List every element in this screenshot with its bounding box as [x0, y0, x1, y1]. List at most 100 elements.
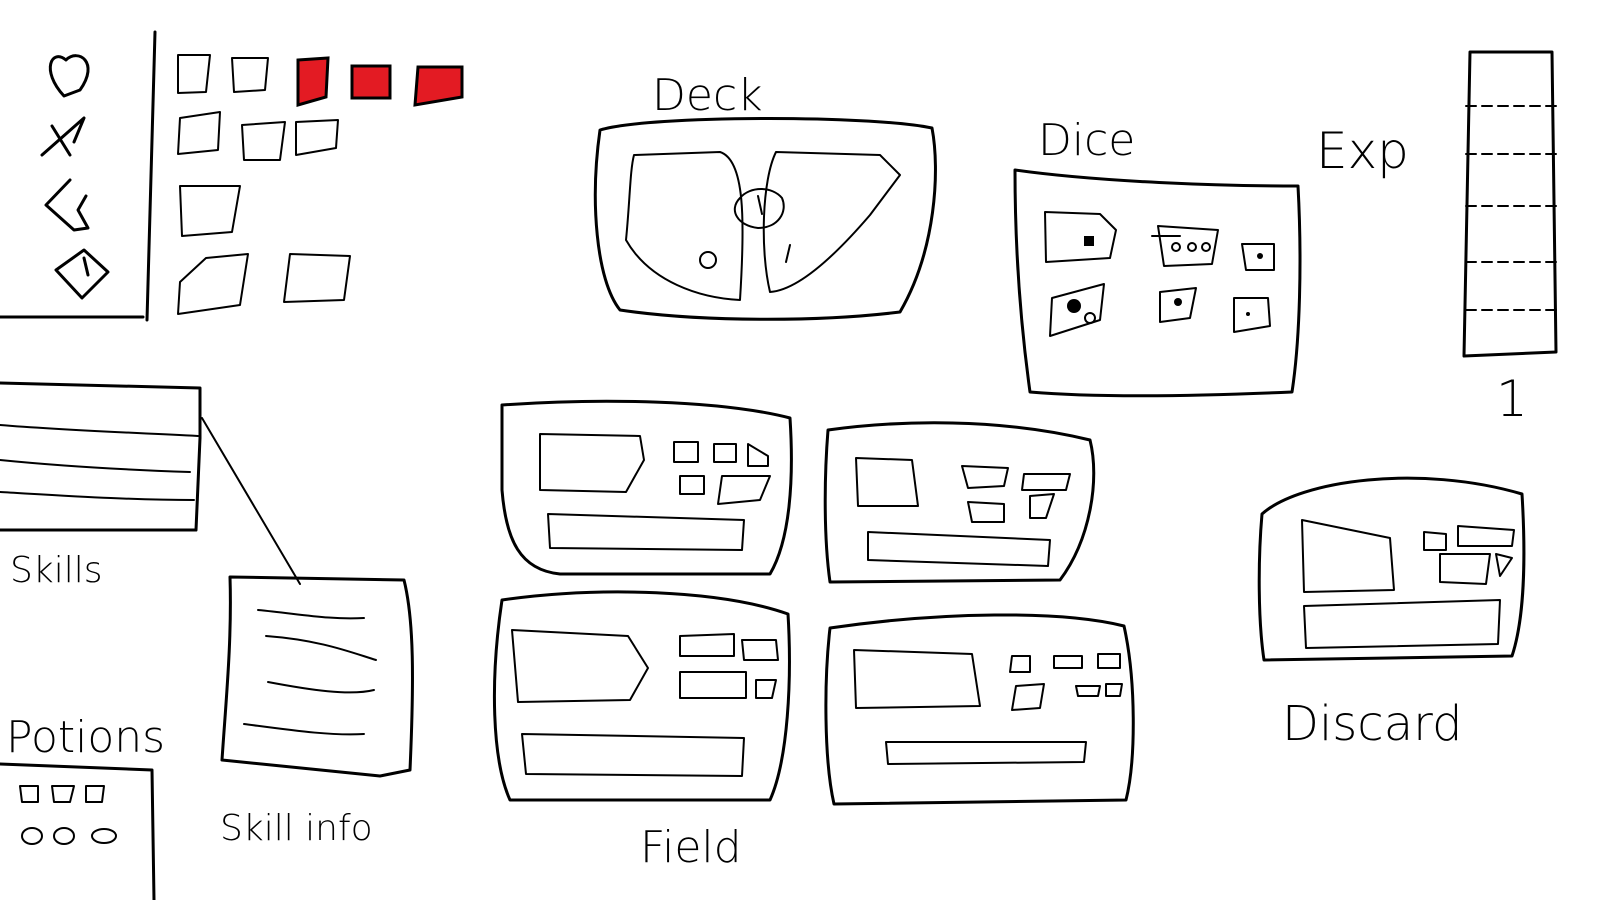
deck-clasp-icon: [733, 188, 785, 229]
inventory-slot-filled[interactable]: [296, 56, 330, 107]
potion-slot[interactable]: [21, 827, 43, 845]
deck-pip: [699, 251, 717, 269]
dice-label: Dice: [1038, 115, 1135, 166]
deck-area: Deck: [593, 70, 937, 321]
potion-slot[interactable]: [91, 828, 117, 844]
inventory-slot[interactable]: [177, 54, 211, 94]
discard-pile[interactable]: [1257, 476, 1526, 662]
field-card-stat: [1009, 653, 1121, 673]
inventory-slot[interactable]: [231, 57, 269, 93]
field-card-stat: [1011, 683, 1123, 711]
inventory-slot-filled[interactable]: [350, 64, 392, 100]
deck-card-left[interactable]: [625, 151, 744, 301]
potions-label: Potions: [6, 712, 165, 763]
potion-slot[interactable]: [19, 785, 39, 803]
skill-info-text-line: [265, 635, 377, 661]
field-card-text: [547, 513, 745, 551]
skill-slot[interactable]: [0, 491, 195, 501]
potion-slot[interactable]: [53, 827, 75, 845]
discard-card-stat: [1439, 553, 1513, 585]
inventory-slot[interactable]: [177, 253, 249, 315]
skill-info-panel: [220, 575, 414, 778]
inventory-slot-filled[interactable]: [413, 65, 464, 107]
field-card-stat: [679, 671, 777, 699]
shield-icon: [54, 248, 110, 300]
discard-card-text: [1303, 599, 1501, 649]
skill-info-label: Skill info: [220, 808, 373, 849]
heart-icon: [48, 54, 90, 98]
field-card[interactable]: [500, 399, 793, 576]
die-pip: [1084, 236, 1094, 246]
field-card-portrait: [539, 433, 645, 493]
field-card-portrait: [853, 649, 981, 709]
boot-icon: [44, 178, 90, 232]
die-pip: [1171, 242, 1181, 252]
die[interactable]: [1044, 211, 1117, 263]
stats-panel-border: [0, 30, 157, 322]
die-pip: [1201, 242, 1211, 252]
discard-card-stat: [1423, 525, 1515, 551]
field-card-text: [521, 733, 745, 777]
die-pip: [1174, 298, 1182, 306]
inventory-slot[interactable]: [283, 253, 351, 303]
sword-icon: [40, 116, 86, 157]
field-card-portrait: [511, 629, 649, 703]
field-card-portrait: [855, 457, 919, 507]
skill-info-text-line: [243, 723, 365, 736]
skill-info-text-line: [267, 681, 375, 694]
field-card-text: [867, 531, 1051, 567]
field-card[interactable]: [823, 421, 1096, 584]
dice-box: [1013, 168, 1302, 398]
discard-area: Discard: [1257, 476, 1526, 752]
skill-slot[interactable]: [0, 459, 191, 473]
skill-info-area: Skill info: [220, 575, 414, 849]
discard-label: Discard: [1282, 696, 1462, 752]
skill-connector-line: [201, 417, 301, 585]
exp-label: Exp: [1316, 122, 1409, 180]
exp-area: Exp 1: [1316, 50, 1561, 428]
inventory-slot[interactable]: [179, 185, 241, 237]
die-pip: [1257, 253, 1263, 259]
field-card-stat: [679, 633, 779, 661]
die[interactable]: [1241, 243, 1275, 271]
field-card-stat: [967, 493, 1055, 523]
die[interactable]: [1233, 297, 1271, 333]
potions-area: Potions: [0, 712, 165, 900]
die-pip: [1084, 312, 1096, 324]
skills-area: Skills: [0, 381, 301, 591]
die-pip: [1067, 299, 1081, 313]
inventory-slot[interactable]: [241, 121, 286, 161]
field-card-text: [885, 741, 1087, 765]
skill-slot[interactable]: [0, 424, 199, 437]
deck-pip: [785, 244, 791, 263]
inventory-slot[interactable]: [295, 119, 339, 156]
die[interactable]: [1151, 225, 1219, 267]
skill-info-text-line: [257, 609, 365, 620]
deck-label: Deck: [652, 70, 763, 121]
exp-level: 1: [1496, 370, 1528, 428]
potion-slot[interactable]: [51, 785, 75, 803]
potion-slot[interactable]: [85, 785, 105, 803]
deck-box[interactable]: [593, 116, 937, 321]
field-label: Field: [640, 822, 742, 873]
field-card-stat: [961, 465, 1071, 491]
die[interactable]: [1159, 287, 1197, 323]
potions-panel: [0, 762, 156, 900]
field-card[interactable]: [492, 590, 791, 802]
deck-card-right[interactable]: [762, 151, 901, 293]
dice-area: Dice: [1013, 115, 1302, 398]
stats-panel: [0, 30, 464, 322]
skills-panel: [0, 381, 202, 532]
skills-label: Skills: [10, 550, 102, 591]
exp-bar: [1462, 50, 1558, 358]
field-area: Field: [492, 399, 1135, 873]
field-card[interactable]: [824, 613, 1135, 806]
field-card-stat: [679, 475, 771, 505]
die-pip: [1187, 242, 1197, 252]
inventory-slot[interactable]: [177, 111, 221, 155]
field-card-stat: [673, 441, 769, 467]
die[interactable]: [1049, 283, 1105, 337]
inventory-grid: [177, 54, 464, 315]
die-pip: [1246, 312, 1250, 316]
